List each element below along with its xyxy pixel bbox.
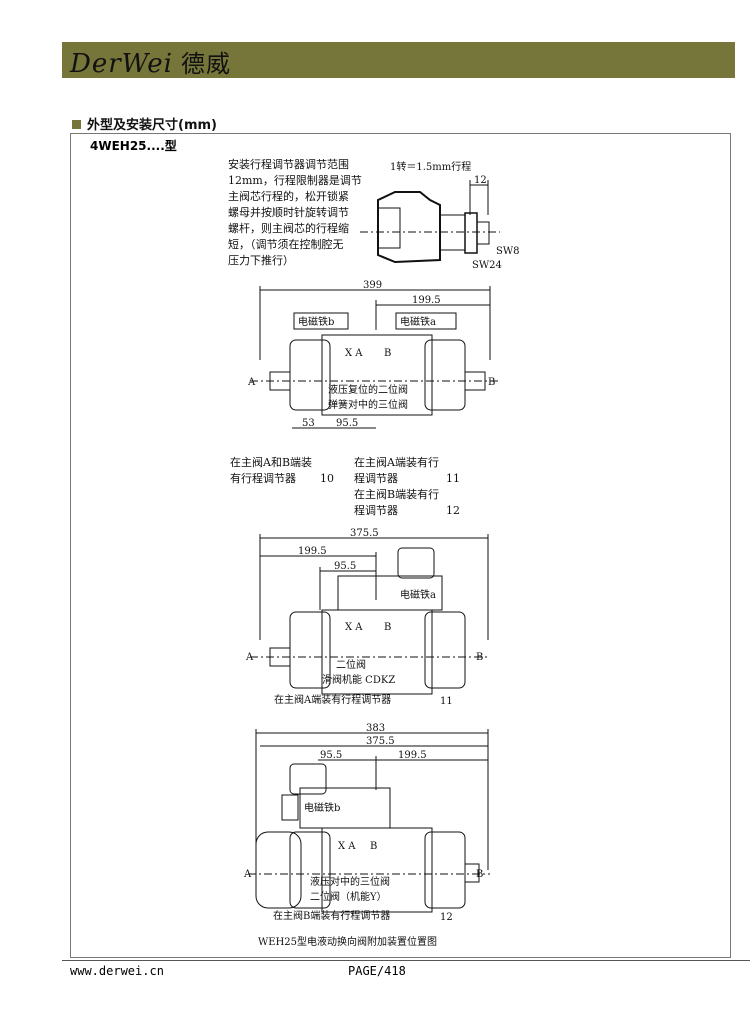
option-text: 在主阀B端装有行 [354,488,440,501]
dim-95-5: 95.5 [334,561,356,572]
port-b: B [384,622,391,633]
option-text: 有行程调节器 [230,472,296,485]
figure-caption: WEH25型电液动换向阀附加装置位置图 [258,935,437,948]
note-line: 安装行程调节器调节范围 [228,158,349,171]
note-line: 压力下推行） [228,254,294,267]
end-a: A [245,652,254,663]
section-title-text: 外型及安装尺寸(mm) [87,118,217,133]
port-b: B [384,348,391,359]
model-label: 4WEH25....型 [90,139,177,153]
dim-95-5: 95.5 [336,418,358,429]
note-line: 12mm，行程限制器是调节 [228,174,362,187]
section-title: 外型及安装尺寸(mm) [72,114,217,133]
port-xa: X A [345,348,363,359]
valve-desc-1: 液压对中的三位阀 [310,875,390,888]
end-a: A [247,377,256,388]
sw8-label: SW8 [496,246,520,257]
end-b: B [476,652,483,663]
note-line: 螺杆，则主阀芯的行程缩 [228,222,349,235]
valve-desc-1: 二位阀 [336,658,366,671]
valve-desc-2: 滑阀机能 CDKZ [322,673,395,686]
dim-383: 383 [366,723,385,734]
option-number: 12 [446,504,460,517]
fig2-number: 11 [440,696,453,707]
dim-375-5: 375.5 [350,528,379,539]
footer-divider [62,960,750,961]
option-text: 在主阀A和B端装 [230,456,313,469]
content-frame [70,133,731,958]
valve-drawing-1: 399 199.5 电磁铁b 电磁铁a X A B A B 液压复位的二位阀 弹… [247,280,500,429]
footer-url[interactable]: www.derwei.cn [70,964,164,978]
dim-12: 12 [474,175,487,186]
valve-desc-1: 液压复位的二位阀 [328,383,408,396]
solenoid-b-label: 电磁铁b [298,315,334,328]
note-line: 螺母并按顺时针旋转调节 [228,206,349,219]
solenoid-label: 电磁铁b [304,801,340,814]
dim-199-5: 199.5 [398,750,427,761]
dim-199-5: 199.5 [298,546,327,557]
dim-95-5: 95.5 [320,750,342,761]
valve-desc-2: 弹簧对中的三位阀 [328,398,408,411]
fig3-number: 12 [440,912,453,923]
fig3-caption: 在主阀B端装有行程调节器 [273,909,390,922]
end-b: B [476,869,483,880]
option-number: 10 [320,472,334,485]
solenoid-label: 电磁铁a [400,588,436,601]
header-band [62,42,735,78]
valve-drawing-3: 383 375.5 95.5 199.5 电磁铁b X A B A B 液压对中… [243,723,490,923]
port-xa: X A [345,622,363,633]
option-10: 在主阀A和B端装有行程调节器 10 [230,455,334,487]
valve-drawing-2: 375.5 199.5 95.5 电磁铁a X A B A B 二位阀 滑阀机能… [245,528,490,707]
adjuster-note: 安装行程调节器调节范围 12mm，行程限制器是调节 主阀芯行程的，松开锁紧 螺母… [228,157,362,269]
valve-desc-2: 二位阀（机能Y） [310,890,387,903]
option-text: 程调节器 [354,504,398,517]
dim-53: 53 [302,418,315,429]
logo-latin: DerWei [70,49,173,79]
solenoid-a-label: 电磁铁a [400,315,436,328]
bullet-square-icon [72,120,81,129]
option-11: 在主阀A端装有行程调节器 11 [354,455,460,487]
fig2-caption: 在主阀A端装有行程调节器 [274,693,391,706]
option-text: 在主阀A端装有行 [354,456,439,469]
adjuster-detail-drawing: 1转＝1.5mm行程 12 SW8 SW24 [360,160,520,271]
option-number: 11 [446,472,460,485]
note-line: 主阀芯行程的，松开锁紧 [228,190,349,203]
sw24-label: SW24 [472,260,502,271]
page-number: PAGE/418 [348,964,406,978]
note-line: 短，（调节须在控制腔无 [228,238,344,251]
turn-label: 1转＝1.5mm行程 [390,160,471,173]
option-12: 在主阀B端装有行程调节器 12 [354,487,460,519]
port-xa: X A [338,841,356,852]
dim-375-5: 375.5 [366,736,395,747]
end-a: A [243,869,252,880]
dim-399: 399 [363,280,382,291]
end-b: B [488,377,495,388]
logo-cn: 德威 [180,50,231,78]
dim-199-5: 199.5 [412,295,441,306]
option-text: 程调节器 [354,472,398,485]
port-b: B [370,841,377,852]
